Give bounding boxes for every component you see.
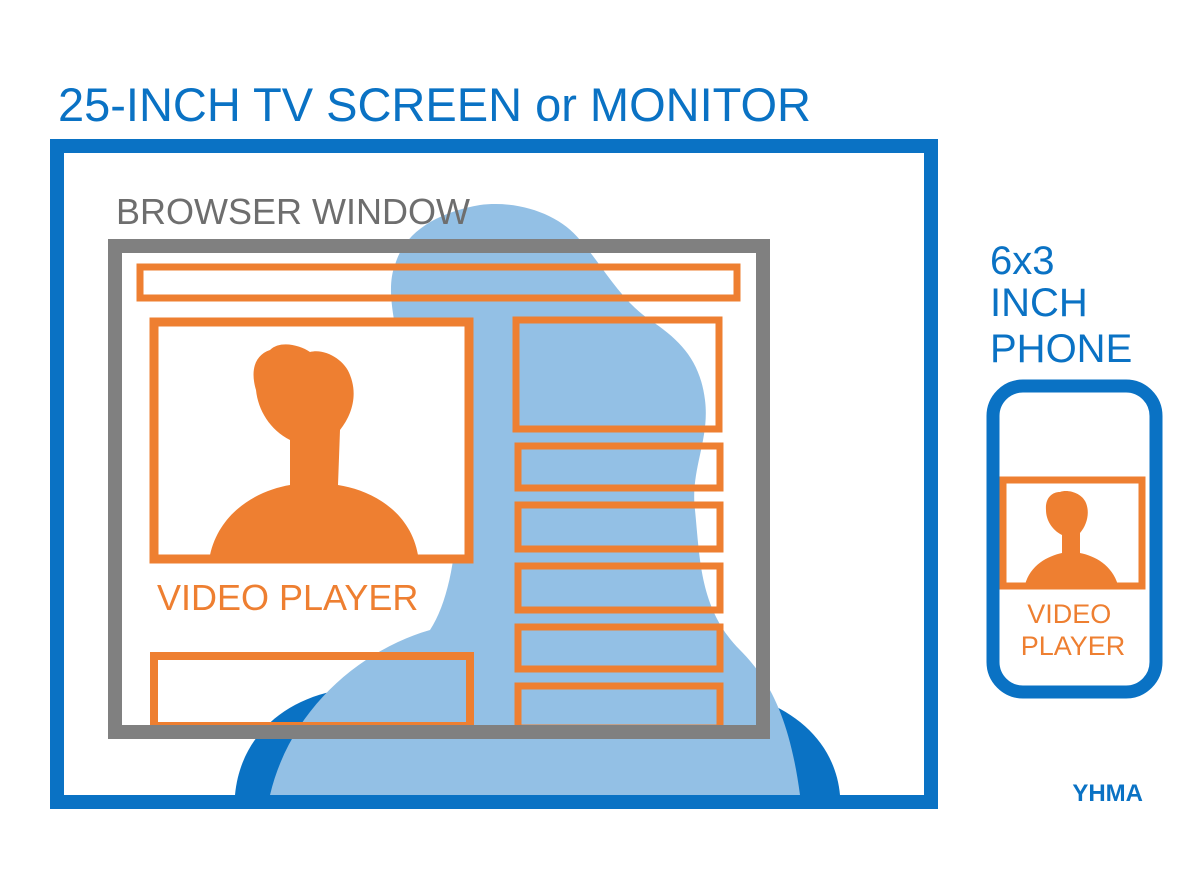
phone-label-line: 6x3 — [990, 239, 1055, 283]
sidebar-widget-large — [512, 316, 723, 433]
video-player-label: VIDEO PLAYER — [157, 577, 418, 618]
phone-video-label-line: PLAYER — [1021, 631, 1126, 661]
phone-label: 6x3 INCH PHONE — [990, 239, 1132, 371]
phone-video-label: VIDEO PLAYER — [1021, 599, 1126, 661]
phone-video-person-icon — [1025, 491, 1118, 585]
phone-label-line: PHONE — [990, 327, 1132, 371]
diagram-title: 25-INCH TV SCREEN or MONITOR — [58, 78, 811, 131]
sidebar-widget — [514, 501, 724, 553]
sidebar-widget — [514, 623, 724, 673]
phone-video-label-line: VIDEO — [1027, 599, 1111, 629]
brand-label: YHMA — [1072, 780, 1143, 807]
video-person-icon — [210, 344, 418, 555]
browser-window-label: BROWSER WINDOW — [116, 191, 470, 232]
sidebar-widget — [514, 442, 724, 492]
phone-label-line: INCH — [990, 281, 1088, 325]
browser-header-bar — [136, 263, 741, 302]
browser-window-border — [108, 239, 770, 739]
sidebar-widget — [514, 562, 724, 614]
